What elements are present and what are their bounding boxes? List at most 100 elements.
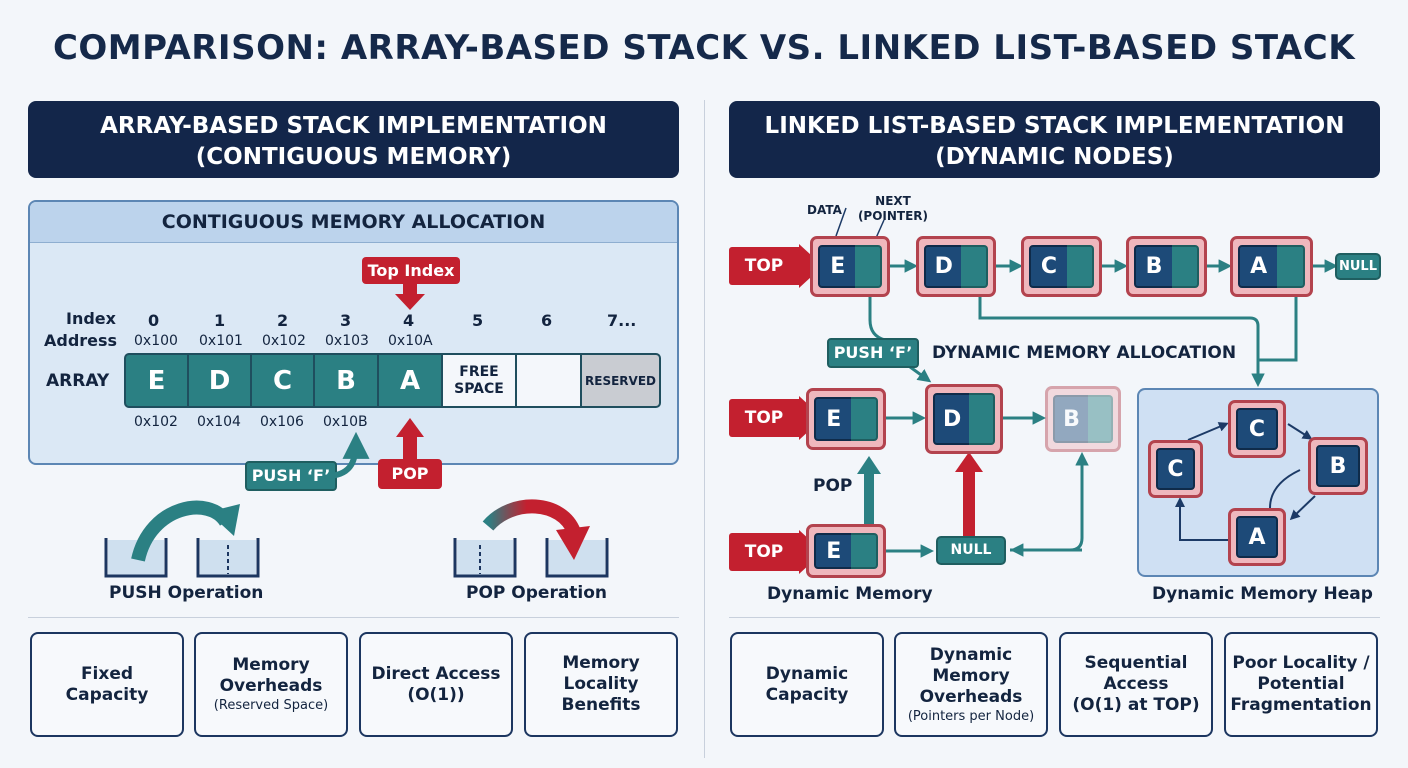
card-line: Direct Access [371,663,501,684]
card-line: Memory [932,665,1010,686]
linked-card-memory-overheads: Dynamic Memory Overheads (Pointers per N… [894,632,1048,737]
next-label-line1: NEXT [875,194,911,208]
row1-to-heap-connector [978,290,1265,388]
card-line: (O(1)) [407,684,465,705]
push-connector [868,292,886,342]
row1-node-a: A [1230,236,1313,297]
address-3: 0x103 [325,333,369,349]
bottom-address-1: 0x104 [197,414,241,430]
node-data: D [924,245,964,288]
bottom-address-3: 0x10B [323,414,368,430]
card-line: Capacity [65,684,149,705]
card-line: Access [1103,674,1169,694]
node-next-pointer [1277,245,1305,288]
heap-node-c-top: C [1228,400,1286,458]
index-1: 1 [214,311,226,330]
card-line: Memory [232,655,310,675]
row2-node-e: E [806,388,886,450]
row2-node-b-ghost: B [1045,386,1121,452]
top-label: TOP [729,533,799,571]
array-banner-line2: (CONTIGUOUS MEMORY) [195,144,512,170]
next-label-line2: (POINTER) [857,209,929,223]
card-line: Benefits [561,695,641,715]
linked-banner: LINKED LIST-BASED STACK IMPLEMENTATION (… [729,101,1380,178]
index-5: 5 [472,311,484,330]
array-card-fixed-capacity: Fixed Capacity [30,632,184,737]
heap-links [1175,422,1316,541]
array-banner-line1: ARRAY-BASED STACK IMPLEMENTATION [100,113,607,139]
array-cell-1: D [187,353,252,408]
pop-up-arrow [396,418,424,460]
address-4: 0x10A [388,333,433,349]
push-operation-label: PUSH Operation [109,583,264,603]
free-space-line1: FREE [459,363,499,380]
top-index-tag: Top Index [362,257,460,284]
linked-push-tag: PUSH ‘F’ [827,338,919,368]
row3-null: NULL [936,536,1006,565]
bottom-address-0: 0x102 [134,414,178,430]
address-2: 0x102 [262,333,306,349]
row1-node-c: C [1021,236,1102,297]
node-next-pointer [969,393,995,445]
node-next-pointer [1067,245,1094,288]
array-pop-tag: POP [378,459,442,489]
right-separator [729,617,1380,618]
index-2: 2 [277,311,289,330]
index-0: 0 [148,311,160,330]
center-divider [704,100,705,758]
address-label: Address [44,331,118,350]
page-title: COMPARISON: ARRAY-BASED STACK VS. LINKED… [52,28,1356,68]
top-label: TOP [729,247,799,285]
node-next-pointer [1088,395,1113,443]
push-operation-icon [104,500,260,578]
linked-pop-label: POP [813,476,853,496]
array-cell-2: C [250,353,315,408]
push-curve-arrow [329,431,370,479]
node-data: D [933,393,972,445]
array-cell-3: B [313,353,379,408]
array-card-direct-access: Direct Access (O(1)) [359,632,513,737]
card-sub: (Reserved Space) [213,698,329,713]
array-banner: ARRAY-BASED STACK IMPLEMENTATION (CONTIG… [28,101,679,178]
index-4: 4 [403,311,415,330]
null-up-red-arrow [955,452,983,536]
index-6: 6 [541,311,553,330]
node-data: A [1238,245,1280,288]
index-label: Index [66,309,116,328]
node-next-pointer [1172,245,1199,288]
row3-node-e: E [806,524,886,578]
array-cell-reserved: RESERVED [580,353,661,408]
card-line: Potential [1257,674,1345,694]
null-to-b-connector [1010,451,1089,552]
card-line: Overheads [919,686,1023,707]
card-line: (O(1) at TOP) [1072,695,1200,715]
left-separator [28,617,679,618]
array-cell-0: E [124,353,189,408]
heap-node-b: B [1308,437,1368,495]
card-sub: (Pointers per Node) [907,708,1035,724]
array-label: ARRAY [46,371,110,391]
next-pointer-label: NEXT (POINTER) [856,194,930,224]
node-next-pointer [961,245,988,288]
heap-node-a: A [1228,508,1286,566]
node-next-pointer [851,397,878,441]
linked-banner-line1: LINKED LIST-BASED STACK IMPLEMENTATION [764,113,1345,139]
card-line: Locality [563,674,639,694]
linked-card-sequential-access: Sequential Access (O(1) at TOP) [1059,632,1213,737]
node-data: B [1316,445,1360,487]
heap-label: Dynamic Memory Heap [1152,584,1373,604]
card-line: Dynamic [929,644,1013,665]
card-line: Fixed [80,663,134,684]
data-label: DATA [807,203,842,217]
node-data: C [1156,448,1195,490]
node-next-pointer [855,245,882,288]
index-3: 3 [340,311,352,330]
row1-node-d: D [916,236,996,297]
node-data: B [1053,395,1090,443]
array-card-memory-overheads: Memory Overheads (Reserved Space) [194,632,348,737]
row3-up-arrow [857,456,881,532]
address-0: 0x100 [134,333,178,349]
node-data: C [1029,245,1069,288]
array-card-memory-locality: Memory Locality Benefits [524,632,678,737]
